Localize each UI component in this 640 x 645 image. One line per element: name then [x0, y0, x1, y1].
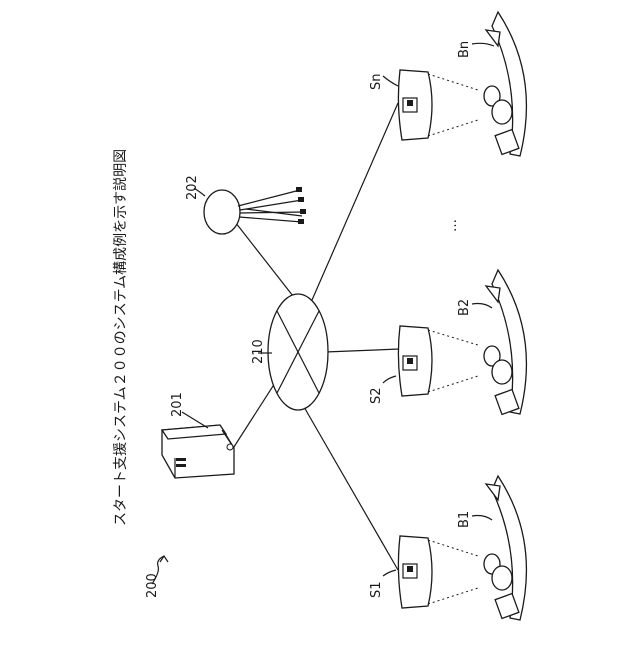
ellipsis-mark: …: [445, 219, 460, 232]
antenna-label: 202: [185, 175, 200, 200]
network-hub: [268, 294, 328, 410]
link-s2: [325, 349, 400, 352]
sensor-label-s2: S2: [369, 387, 384, 404]
system-label: 200: [145, 573, 160, 598]
sensor-label-s1: S1: [369, 581, 384, 598]
boat-leader-b1: [472, 516, 492, 521]
boat-bn: [484, 12, 526, 156]
server-leader: [182, 412, 208, 428]
server-icon: [162, 425, 234, 478]
server-label: 201: [170, 392, 185, 417]
link-sn: [312, 103, 398, 300]
boat-label-b2: B2: [457, 299, 472, 316]
boat-leader-b2: [472, 304, 492, 309]
boat-label-bn: Bn: [457, 41, 472, 58]
sensor-unit-sn: [398, 70, 478, 140]
sensor-leader-s2: [383, 376, 396, 383]
sensor-leader-s1: [383, 570, 396, 576]
network-label: 210: [251, 339, 266, 364]
link-s1: [300, 400, 398, 570]
boat-b1: [484, 476, 526, 620]
antenna-icon: [204, 187, 306, 234]
sensor-label-sn: Sn: [369, 74, 384, 91]
boat-leader-bn: [472, 43, 494, 46]
figure-caption: スタート支援システム２００のシステム構成例を示す説明図: [113, 149, 129, 526]
sensor-unit-s1: [398, 536, 478, 608]
boat-b2: [484, 270, 526, 414]
sensor-leader-sn: [383, 76, 398, 86]
boat-label-b1: B1: [457, 511, 472, 528]
system-arrow: [152, 556, 168, 584]
sensor-unit-s2: [398, 326, 478, 396]
link-antenna: [232, 218, 300, 305]
